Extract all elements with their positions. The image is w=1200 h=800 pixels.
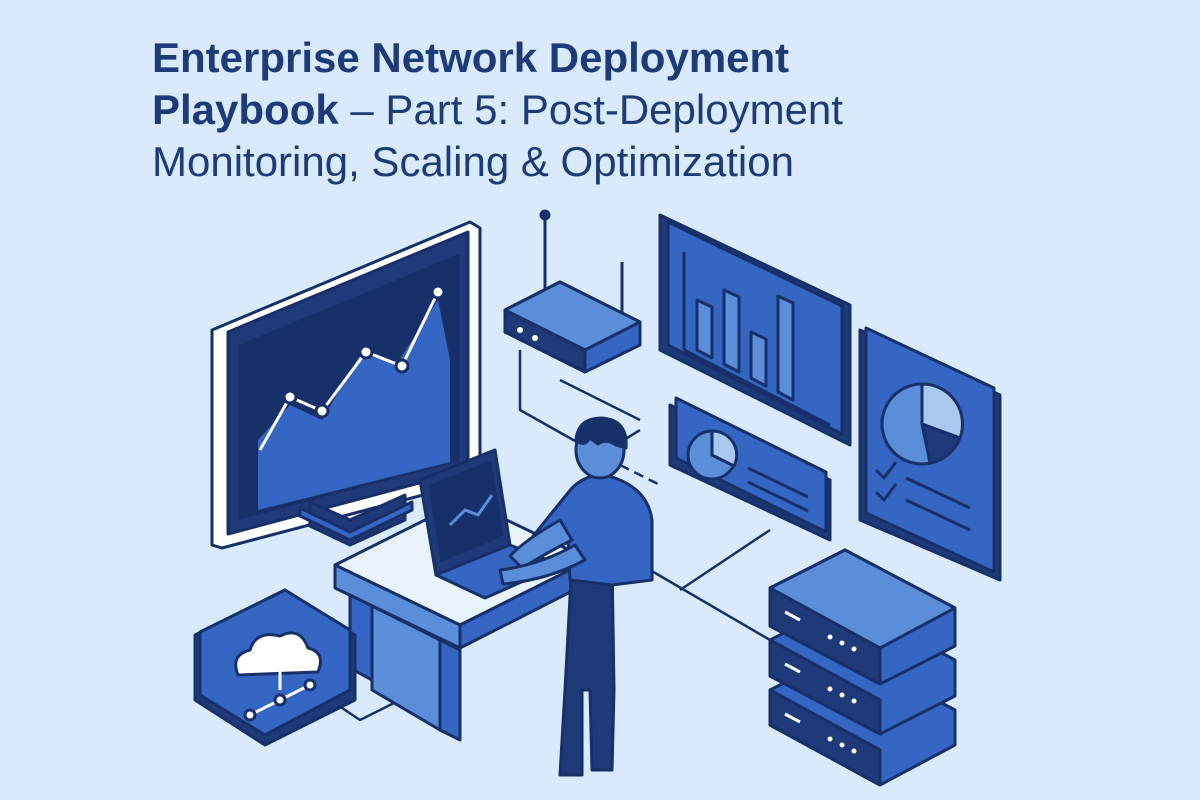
title-line-2-rest: – Part 5: Post-Deployment <box>338 86 843 133</box>
wifi-router-icon <box>503 209 642 374</box>
server-stack-icon <box>768 548 957 787</box>
checklist-pie-panel-icon <box>858 326 1002 582</box>
laptop-icon <box>418 448 562 600</box>
person-engineer-icon <box>498 416 654 777</box>
title-line-3: Monitoring, Scaling & Optimization <box>152 138 794 185</box>
pie-chart-panel-icon <box>668 396 832 542</box>
title-line-2-bold: Playbook <box>152 86 339 133</box>
page-title: Enterprise Network Deployment Playbook –… <box>152 32 1052 188</box>
title-line-1: Enterprise Network Deployment <box>152 34 790 81</box>
cloud-network-icon <box>193 588 357 747</box>
bar-chart-panel-icon <box>658 213 852 447</box>
